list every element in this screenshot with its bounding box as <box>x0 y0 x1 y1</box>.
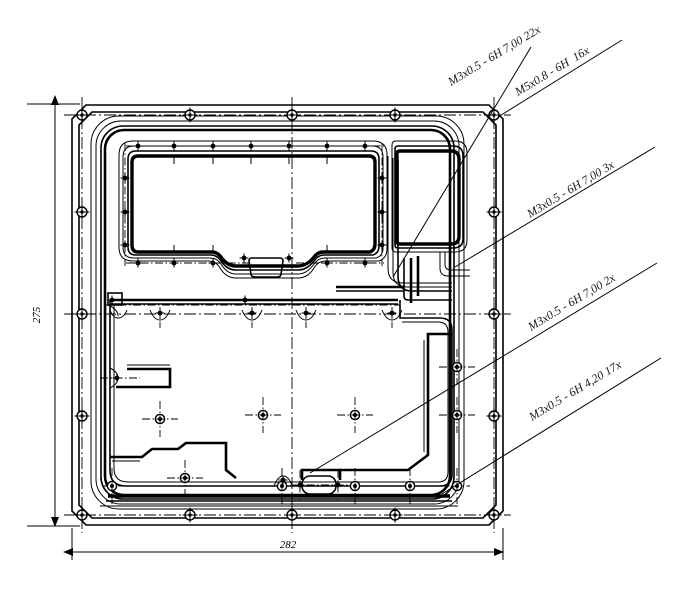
lower-cavity-outline <box>109 300 453 487</box>
leader-m3-700-2x <box>309 262 658 474</box>
plate-outer-outline <box>71 104 504 526</box>
tapped-hole-small <box>240 295 250 305</box>
dimension-text-group: 275 282 <box>31 306 297 551</box>
window-gasket-screw-group-top <box>126 141 384 151</box>
height-dimension-label: 275 <box>31 306 43 323</box>
gasket-screw-point <box>246 141 256 151</box>
gasket-screw-point <box>322 141 332 151</box>
mount-hole <box>181 106 199 124</box>
mount-hole <box>283 506 301 524</box>
gasket-screw-point <box>133 141 143 151</box>
leader-m3-700-22x <box>392 46 532 278</box>
mount-hole <box>485 407 503 425</box>
window-gasket-screw-group-bottom <box>126 253 384 268</box>
mount-hole <box>485 506 503 524</box>
gasket-screw-point <box>208 141 218 151</box>
callout-m3-700-3x-text: M3x0.5 - 6H 7,00 3x <box>523 157 617 221</box>
mount-hole-group <box>73 106 503 524</box>
leader-m3-700-3x <box>454 146 656 268</box>
side-aperture <box>391 140 468 253</box>
mount-hole <box>485 305 503 323</box>
leader-m5-16x <box>497 39 623 118</box>
dimension-frame <box>27 95 504 560</box>
gasket-screw-point <box>322 258 332 268</box>
window-edge-ticks <box>173 156 328 253</box>
mount-hole <box>386 506 404 524</box>
mount-hole <box>283 106 301 124</box>
mount-hole <box>73 106 91 124</box>
gasket-screw-point <box>169 258 179 268</box>
interior-tapped-holes <box>104 349 475 504</box>
mount-hole <box>73 407 91 425</box>
tapped-hole-small <box>107 295 117 305</box>
lower-cavity-top-boundary <box>104 292 403 328</box>
mount-hole <box>73 305 91 323</box>
mount-hole <box>181 506 199 524</box>
gasket-screw-point <box>169 141 179 151</box>
mount-hole <box>73 506 91 524</box>
mount-hole <box>485 203 503 221</box>
routing-channels <box>110 156 470 305</box>
leader-line-group <box>309 39 662 495</box>
window-gasket-screw-group-sides <box>120 143 387 266</box>
bottom-rail-bands <box>100 494 458 507</box>
window-aperture <box>118 140 388 279</box>
gasket-screw-point <box>239 253 249 263</box>
callout-m3-700-2x-text: M3x0.5 - 6H 7,00 2x <box>524 270 618 334</box>
gasket-screw-point <box>133 258 143 268</box>
callout-text-group: M3x0.5 - 6H 7,00 22x M5x0.8 - 6H 16x M3x… <box>444 22 624 424</box>
gasket-screw-point <box>360 258 370 268</box>
gasket-screw-point <box>360 141 370 151</box>
width-dimension-label: 282 <box>280 539 297 551</box>
mount-hole <box>73 203 91 221</box>
mount-hole <box>485 106 503 124</box>
lower-cavity-internal-features <box>110 332 452 480</box>
callout-m5-16x-text: M5x0.8 - 6H 16x <box>511 43 592 99</box>
lower-cavity-left-boundary <box>100 305 140 389</box>
outer-seal-contours <box>90 115 465 510</box>
mount-hole <box>386 106 404 124</box>
leader-m3-420-17x <box>441 357 662 495</box>
